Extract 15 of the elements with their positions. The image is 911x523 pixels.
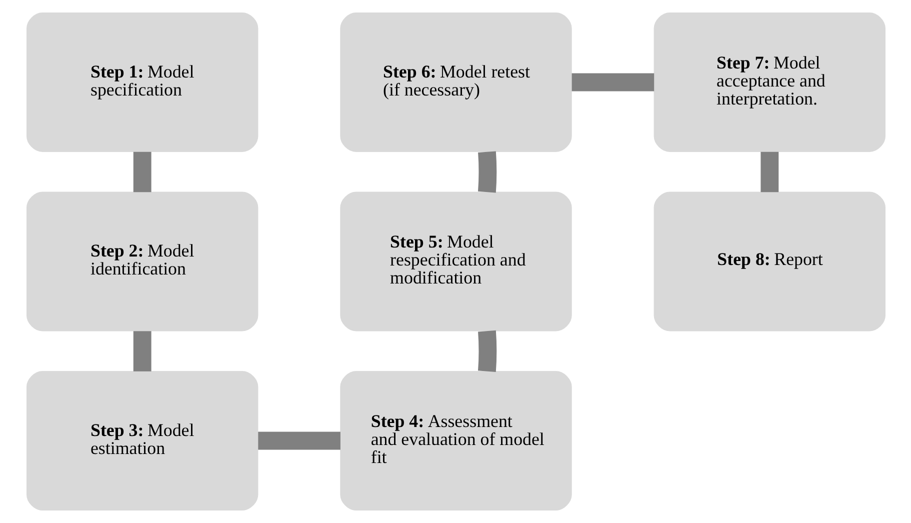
connector xyxy=(571,73,654,92)
node-box: Step 5: Model respecification and modification xyxy=(340,192,572,332)
node-box: Step 3: Model estimation xyxy=(26,370,258,510)
node-box: Step 2: Model identification xyxy=(26,192,258,332)
node-box: Step 8: Report xyxy=(653,192,886,332)
connector xyxy=(477,330,496,372)
connector xyxy=(760,152,778,192)
connector xyxy=(258,432,340,450)
connector xyxy=(477,151,496,193)
node-box: Step 4: Assessment and evaluation of model fit xyxy=(340,370,572,510)
connector xyxy=(132,331,151,372)
node-box: Step 6: Model retest (if necessary) xyxy=(340,12,572,152)
node-box: Step 1: Model specification xyxy=(26,12,258,152)
node-box: Step 7: Model acceptance and interpretation. xyxy=(653,12,886,152)
connector xyxy=(132,152,151,192)
